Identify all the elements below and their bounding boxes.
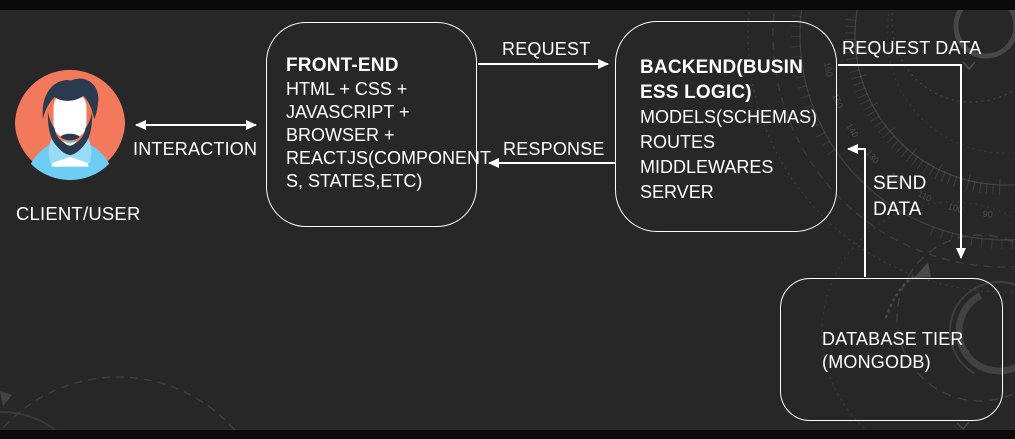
client-avatar-icon	[14, 69, 126, 181]
avatar-mouth	[63, 140, 77, 146]
svg-text:100: 100	[947, 201, 964, 215]
interaction-label: INTERACTION	[133, 139, 258, 159]
avatar-face	[53, 92, 87, 139]
chevron-down-icon	[962, 61, 976, 71]
avatar-hair	[42, 78, 99, 120]
svg-text:160: 160	[822, 61, 835, 78]
database-label: DATABASE TIER (MONGODB)	[822, 329, 964, 372]
ring-icon	[953, 0, 1015, 59]
backend-title: BACKEND(BUSIN ESS LOGIC)	[640, 57, 804, 103]
top-letterbox-bar	[0, 0, 1015, 10]
send-data-arrow	[847, 144, 866, 277]
frontend-node: FRONT-END HTML + CSS + JAVASCRIPT + BROW…	[266, 22, 492, 227]
bottom-left-arcs-icon	[0, 376, 243, 439]
client-user-label: CLIENT/USER	[16, 203, 141, 224]
backend-body: MODELS(SCHEMAS) ROUTES MIDDLEWARES SERVE…	[640, 107, 818, 202]
bottom-letterbox-bar	[0, 430, 1015, 439]
request-label: REQUEST	[502, 39, 591, 59]
avatar-beard	[47, 111, 93, 155]
request-data-label: REQUEST DATA	[842, 38, 982, 58]
backend-node: BACKEND(BUSIN ESS LOGIC) MODELS(SCHEMAS)…	[615, 21, 837, 232]
svg-text:90: 90	[982, 209, 993, 220]
frontend-body: HTML + CSS + JAVASCRIPT + BROWSER + REAC…	[286, 79, 492, 191]
database-node: DATABASE TIER (MONGODB)	[780, 278, 1003, 421]
request-data-arrow	[838, 64, 966, 259]
send-data-label: SEND DATA	[873, 173, 927, 220]
curved-arrow-icon	[884, 262, 931, 319]
frontend-title: FRONT-END	[286, 55, 399, 76]
avatar-mustache	[60, 133, 80, 141]
response-label: RESPONSE	[503, 139, 605, 159]
